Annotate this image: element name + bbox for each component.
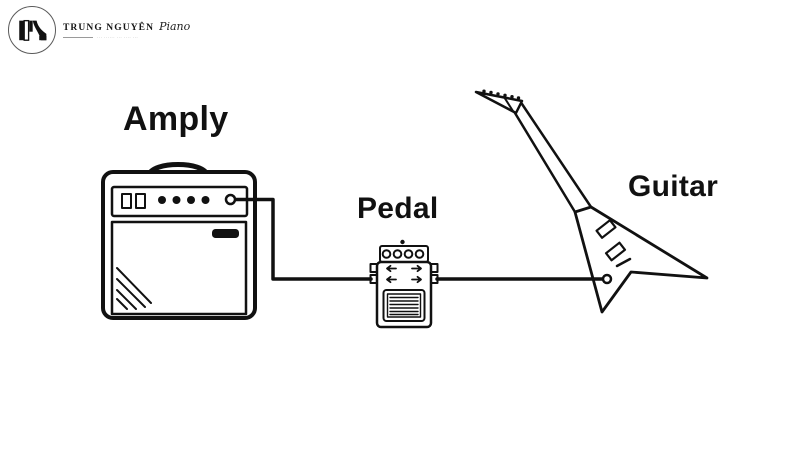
guitar-tuners bbox=[482, 89, 521, 100]
guitar-neck-left-edge bbox=[513, 111, 577, 214]
pedal-knob-3 bbox=[403, 249, 414, 259]
amp-knob-3 bbox=[187, 196, 195, 204]
pedal-knob-2 bbox=[392, 249, 403, 259]
amp-switch-1 bbox=[121, 193, 132, 209]
brand-tagline: ··· ······ ··· ···· ··· bbox=[97, 35, 139, 40]
guitar-body bbox=[573, 205, 709, 314]
amp-switch-2 bbox=[135, 193, 146, 209]
cable-amp-to-pedal bbox=[232, 197, 373, 281]
pedal-footswitch-treads bbox=[389, 296, 419, 316]
amp-knob-4 bbox=[201, 196, 210, 204]
guitar-neck-right-edge bbox=[520, 102, 593, 209]
brand-name-script: Piano bbox=[159, 20, 191, 33]
guitar-pickup-1 bbox=[595, 219, 617, 239]
logo-circle bbox=[8, 6, 56, 54]
amp-input-jack bbox=[224, 193, 237, 206]
pedal-label: Pedal bbox=[357, 192, 439, 225]
amp-badge bbox=[212, 229, 239, 238]
pedal-led bbox=[400, 239, 405, 245]
pedal-knob-4 bbox=[414, 249, 425, 259]
brand-logo: TRUNG NGUYÊN Piano ··· ······ ··· ···· ·… bbox=[8, 6, 190, 54]
guitar-nut bbox=[503, 96, 514, 112]
guitar-output-jack bbox=[601, 273, 613, 285]
guitar-label: Guitar bbox=[628, 170, 719, 203]
amp-label: Amply bbox=[123, 100, 229, 138]
amp-illustration bbox=[101, 162, 257, 320]
pedal-io-arrows bbox=[386, 264, 422, 284]
guitar-bridge-line bbox=[615, 257, 632, 268]
brand-name: TRUNG NGUYÊN bbox=[63, 23, 155, 33]
piano-logo-icon bbox=[19, 19, 47, 41]
amp-grille-sheen-lines bbox=[116, 267, 152, 310]
guitar-pickup-2 bbox=[604, 241, 627, 262]
pedal-illustration bbox=[369, 239, 439, 329]
amp-knob-1 bbox=[158, 196, 166, 204]
amp-knob-2 bbox=[172, 196, 181, 204]
logo-text-block: TRUNG NGUYÊN Piano ··· ······ ··· ···· ·… bbox=[63, 20, 190, 40]
tagline-rule bbox=[63, 37, 93, 38]
pedal-knob-1 bbox=[381, 249, 392, 259]
pedal-footswitch-pad bbox=[386, 293, 422, 318]
guitar-illustration bbox=[474, 89, 709, 314]
